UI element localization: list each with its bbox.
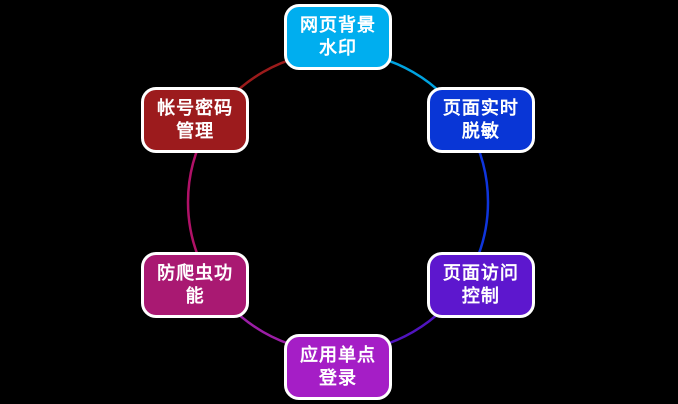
- cycle-node-account-password-management: 帐号密码 管理: [141, 86, 250, 153]
- cycle-node-web-background-watermark: 网页背景 水印: [284, 4, 392, 70]
- cycle-node-anti-crawler: 防爬虫功 能: [141, 251, 250, 318]
- cycle-node-label: 页面访问 控制: [442, 262, 519, 307]
- cycle-node-page-realtime-masking: 页面实时 脱敏: [426, 86, 535, 153]
- cycle-node-label: 帐号密码 管理: [157, 97, 234, 142]
- cycle-node-page-access-control: 页面访问 控制: [426, 251, 535, 318]
- cycle-node-label: 页面实时 脱敏: [442, 97, 519, 142]
- cycle-node-app-single-sign-on: 应用单点 登录: [284, 334, 392, 400]
- cycle-node-label: 网页背景 水印: [300, 15, 376, 59]
- cycle-node-label: 应用单点 登录: [300, 345, 376, 389]
- cycle-node-label: 防爬虫功 能: [157, 262, 234, 307]
